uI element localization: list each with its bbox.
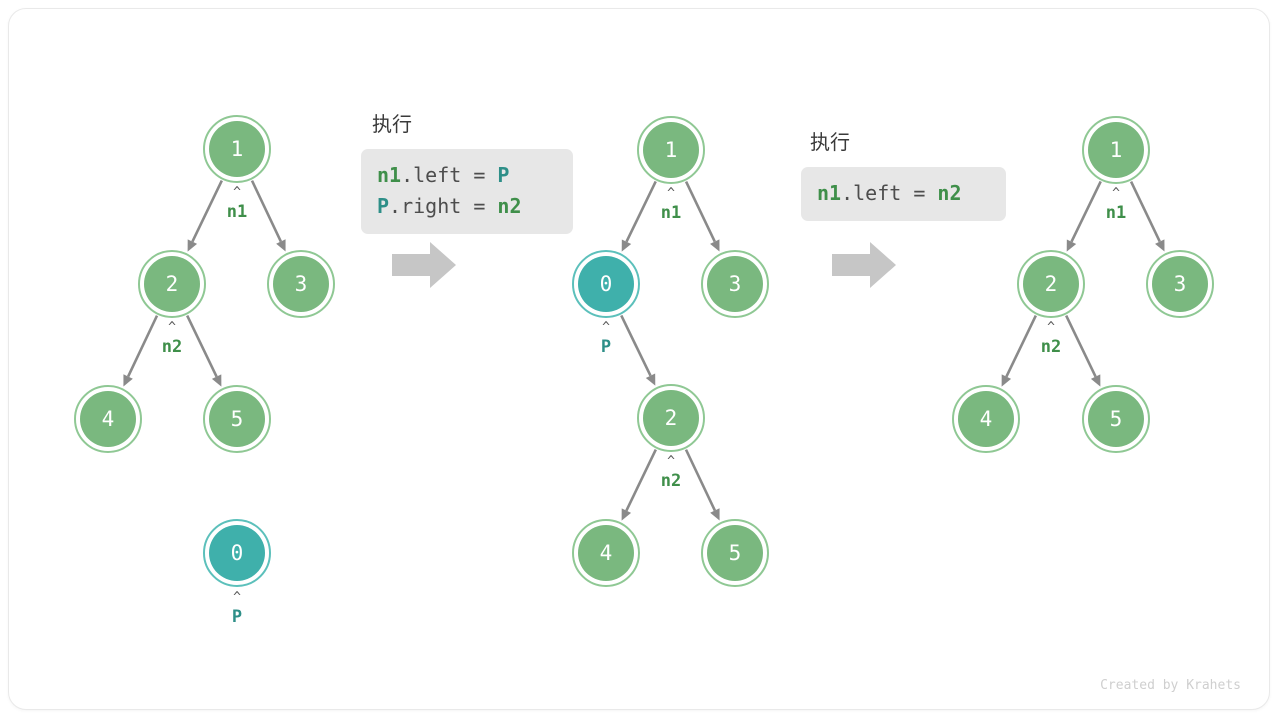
node-value: 5 [1109,406,1123,431]
node-ring [203,385,271,453]
code-token: n1 [377,163,402,187]
node-value: 3 [728,271,742,296]
pointer-name: P [231,607,243,627]
node-value: 3 [1173,271,1187,296]
pointer-label-n1: ^ n1 [660,186,682,223]
caret-up-icon: ^ [233,590,241,605]
node-ring [1082,116,1150,184]
node-ring [203,115,271,183]
tree-node[interactable]: 1 [1082,116,1150,184]
tree-node[interactable]: 0 [203,519,271,587]
node-ring [138,250,206,318]
caret-up-icon: ^ [667,454,675,469]
code-token: n1 [817,181,842,205]
flow-arrow-layer [392,242,896,288]
code-token: P [497,163,510,187]
tree-node[interactable]: 4 [952,385,1020,453]
node-value: 2 [1044,271,1058,296]
flow-arrow [832,242,896,288]
node-value: 4 [101,406,115,431]
node-ring [1017,250,1085,318]
step-caption: 执行 [372,112,412,136]
pointer-name: P [600,337,612,357]
tree-node[interactable]: 5 [1082,385,1150,453]
code-token: n2 [937,181,962,205]
pointer-label-n1: ^ n1 [226,185,248,222]
node-value: 1 [1109,137,1123,162]
pointer-label-n2: ^ n2 [161,320,183,357]
node-value: 1 [664,137,678,162]
pointer-label-p: ^P [600,320,612,357]
code-token: .right = [389,194,498,218]
node-value: 0 [230,540,244,565]
node-ring [267,250,335,318]
tree-node[interactable]: 1 [637,116,705,184]
node-ring [572,519,640,587]
node-ring [572,250,640,318]
pointer-label-n2: ^ n2 [660,454,682,491]
tree-node[interactable]: 2 [637,384,705,452]
node-value: 5 [230,406,244,431]
tree-node[interactable]: 2 [138,250,206,318]
caret-up-icon: ^ [233,185,241,200]
caret-up-icon: ^ [1112,186,1120,201]
node-value: 2 [664,405,678,430]
node-value: 5 [728,540,742,565]
flow-arrow [392,242,456,288]
pointer-name: n2 [161,337,183,357]
tree-node[interactable]: 4 [572,519,640,587]
node-ring [637,116,705,184]
code-token: .left = [401,163,498,187]
node-value: 3 [294,271,308,296]
code-line: P.right = n2 [377,191,557,222]
node-value: 2 [165,271,179,296]
code-snippet: n1.left = n2 [801,167,1006,221]
pointer-name: n2 [660,471,682,491]
tree-node[interactable]: 3 [267,250,335,318]
tree-node[interactable]: 5 [701,519,769,587]
node-ring [637,384,705,452]
code-token: n2 [497,194,522,218]
step-caption: 执行 [810,130,850,154]
tree-node[interactable]: 5 [203,385,271,453]
code-line: n1.left = n2 [817,178,990,209]
tree-node[interactable]: 0 [572,250,640,318]
node-value: 0 [599,271,613,296]
node-ring [701,519,769,587]
node-ring [74,385,142,453]
tree-node[interactable]: 1 [203,115,271,183]
tree-node[interactable]: 3 [701,250,769,318]
node-ring [1082,385,1150,453]
pointer-name: n2 [1040,337,1062,357]
pointer-name: n1 [1105,203,1127,223]
caret-up-icon: ^ [168,320,176,335]
caret-up-icon: ^ [1047,320,1055,335]
node-ring [203,519,271,587]
pointer-label-n1: ^ n1 [1105,186,1127,223]
node-ring [1146,250,1214,318]
credit-footer: Created by Krahets [1100,678,1241,693]
code-line: n1.left = P [377,160,557,191]
node-value: 4 [599,540,613,565]
tree-node[interactable]: 3 [1146,250,1214,318]
code-token: .left = [841,181,938,205]
node-ring [952,385,1020,453]
node-value: 1 [230,136,244,161]
pointer-label-p: ^P [231,590,243,627]
caret-up-icon: ^ [667,186,675,201]
tree-edge-layer [123,179,1165,521]
caret-up-icon: ^ [602,320,610,335]
node-ring [701,250,769,318]
tree-node[interactable]: 4 [74,385,142,453]
code-token: P [377,194,390,218]
tree-node[interactable]: 2 [1017,250,1085,318]
pointer-name: n1 [660,203,682,223]
node-value: 4 [979,406,993,431]
pointer-name: n1 [226,202,248,222]
pointer-label-n2: ^ n2 [1040,320,1062,357]
